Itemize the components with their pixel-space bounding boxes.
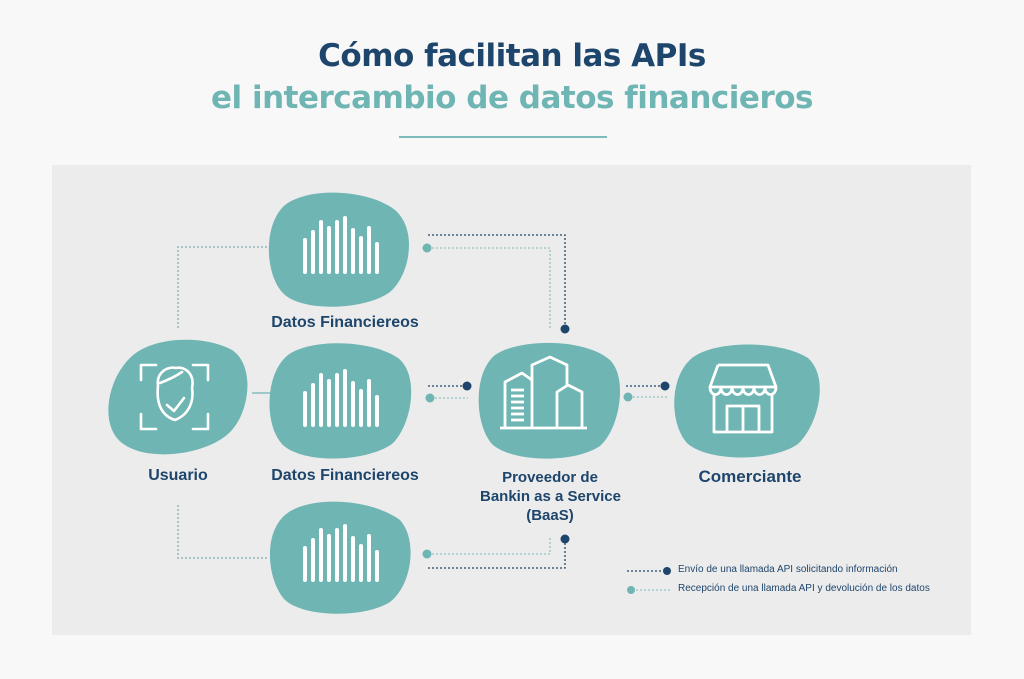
buildings-icon	[500, 355, 587, 430]
label-baas-line-1: Proveedor de	[502, 469, 598, 486]
storefront-icon	[708, 363, 778, 434]
node-comerciante	[674, 344, 820, 458]
node-datos-mid	[269, 343, 412, 459]
label-usuario: Usuario	[148, 467, 208, 484]
label-baas: Proveedor de Bankin as a Service (BaaS)	[480, 468, 621, 525]
connector-baas-receive	[623, 392, 668, 402]
label-datos-mid: Datos Financiereos	[271, 467, 419, 484]
label-baas-line-2: Bankin as a Service	[480, 488, 621, 505]
connector-mid-send	[428, 381, 472, 391]
legend-receive-marker	[627, 586, 671, 594]
connector-baas-send	[626, 381, 670, 391]
connector-mid-receive	[425, 393, 468, 403]
label-comerciante: Comerciante	[698, 467, 802, 486]
label-baas-line-3: (BaaS)	[526, 507, 574, 524]
legend-receive-text: Recepción de una llamada API y devolució…	[678, 583, 930, 594]
legend-send-marker	[627, 567, 671, 575]
label-datos-top: Datos Financiereos	[271, 314, 419, 331]
node-usuario	[108, 339, 248, 455]
node-datos-top	[268, 192, 409, 307]
title-line-1: Cómo facilitan las APIs	[318, 38, 706, 74]
node-baas	[478, 342, 621, 459]
legend-send-text: Envío de una llamada API solicitando inf…	[678, 564, 898, 575]
title-line-2: el intercambio de datos financieros	[211, 80, 814, 116]
connector-user-bottom	[177, 505, 268, 559]
connector-top-receive	[422, 243, 551, 328]
face-check-icon	[139, 363, 210, 431]
connector-bottom-send	[428, 534, 570, 569]
connector-bottom-receive	[422, 538, 551, 559]
connector-user-top	[177, 246, 272, 328]
title-divider	[399, 136, 607, 138]
node-datos-bottom	[269, 501, 411, 614]
connector-top-send	[428, 234, 570, 334]
